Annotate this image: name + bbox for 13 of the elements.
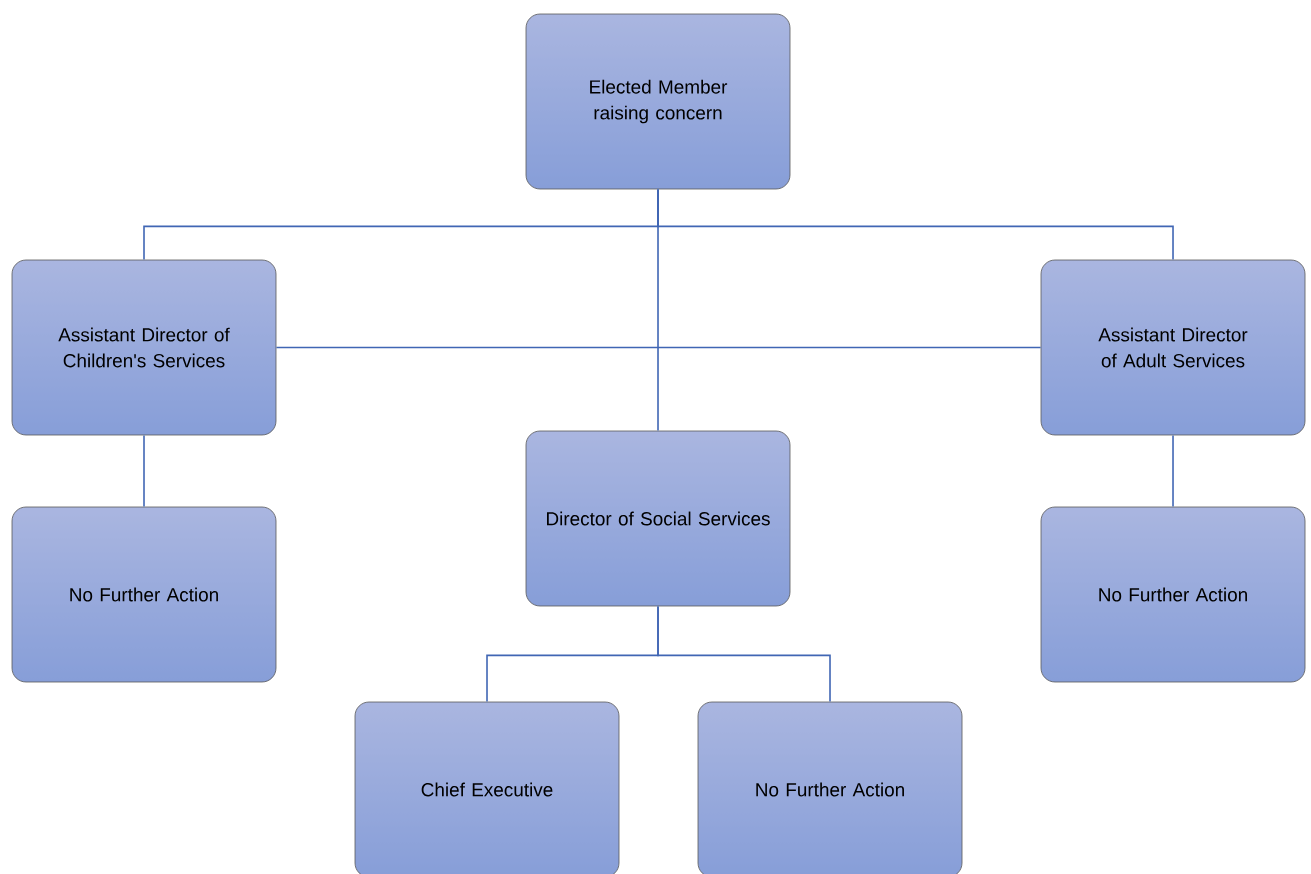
connector-line [1172,434,1174,508]
process-box: Elected Member raising concern [525,13,791,190]
connector-line [657,188,659,432]
process-box: No Further Action [1040,506,1306,683]
process-box: No Further Action [11,506,277,683]
connector-line [657,605,831,703]
process-box: No Further Action [697,701,963,874]
process-box: Assistant Director of Adult Services [1040,259,1306,436]
process-box: Chief Executive [354,701,620,874]
connector-line [275,346,1042,349]
process-box: Director of Social Services [525,430,791,607]
process-box: Assistant Director of Children's Services [11,259,277,436]
connector-line [143,434,145,508]
